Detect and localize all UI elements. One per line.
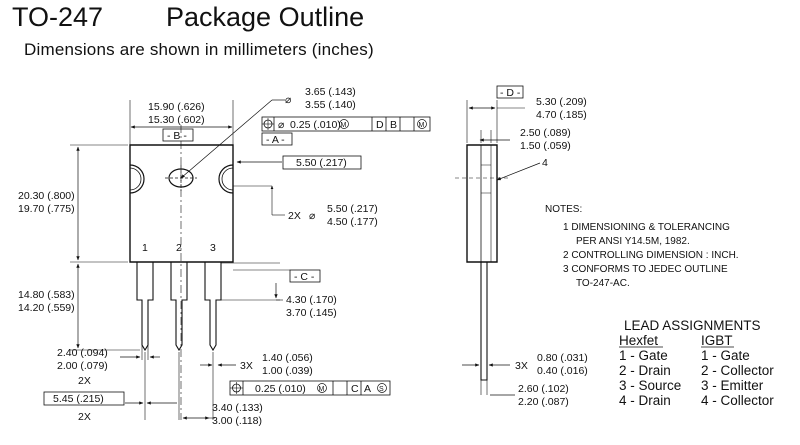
lead-length-max: 14.80 (.583)	[18, 289, 75, 301]
left-notch	[129, 164, 145, 194]
notes-block: NOTES: 1 DIMENSIONING & TOLERANCING PER …	[545, 204, 739, 289]
height-dim-min: 19.70 (.775)	[18, 203, 75, 215]
side-body	[466, 144, 498, 263]
width-dim-max: 15.90 (.626)	[148, 101, 205, 113]
datum-d: - D -	[500, 87, 521, 99]
package-body	[129, 144, 234, 263]
position-tolerance-frame: ⌀ 0.25 (.010) M D B M	[261, 116, 431, 132]
tab-thick-min: 1.50 (.059)	[520, 140, 571, 152]
lead-gap-max: 4.30 (.170)	[286, 294, 337, 306]
tab-thick-max: 2.50 (.089)	[520, 127, 571, 139]
igbt-lead: 4 - Collector	[701, 393, 774, 408]
lead-gap-min: 3.70 (.145)	[286, 307, 337, 319]
side-lead-bend-max: 2.60 (.102)	[518, 383, 569, 395]
slot-dim-prefix: 2X	[288, 210, 301, 222]
pin-number-3: 3	[210, 242, 216, 254]
width-dim-min: 15.30 (.602)	[148, 114, 205, 126]
thickness-max: 5.30 (.209)	[536, 96, 587, 108]
side-lead-thick-min: 0.40 (.016)	[537, 365, 588, 377]
slot-dim-max: 5.50 (.217)	[327, 203, 378, 215]
slot-diameter-symbol: ⌀	[309, 210, 316, 222]
lead-assignments-title: LEAD ASSIGNMENTS	[624, 318, 761, 333]
igbt-lead: 1 - Gate	[701, 348, 750, 363]
column-header-igbt: IGBT	[701, 333, 733, 348]
lead-width-3x-prefix: 3X	[240, 360, 253, 372]
svg-text:M: M	[341, 122, 347, 129]
bottom-width-max: 3.40 (.133)	[212, 402, 263, 414]
outline-title: Package Outline	[166, 2, 365, 32]
bottom-width-min: 3.00 (.118)	[212, 415, 262, 427]
lead-length-min: 14.20 (.559)	[18, 302, 75, 314]
thickness-min: 4.70 (.185)	[536, 109, 587, 121]
pin-number-2: 2	[176, 242, 182, 254]
datum-c: - C -	[294, 271, 315, 283]
pitch-prefix: 2X	[78, 411, 91, 423]
hole-dim-min: 3.55 (.140)	[305, 99, 356, 111]
lead-width-left-min: 2.00 (.079)	[57, 360, 108, 372]
pin-number-1: 1	[142, 242, 148, 254]
svg-text:S: S	[379, 386, 384, 393]
leads	[136, 262, 222, 352]
side-lead	[480, 262, 488, 381]
position-symbol: ⌀	[278, 119, 285, 131]
hexfet-lead: 4 - Drain	[619, 393, 671, 408]
datum-a: - A -	[266, 134, 285, 146]
svg-text:C: C	[351, 383, 359, 395]
hexfet-lead: 1 - Gate	[619, 348, 668, 363]
pitch-dim: 5.45 (.215)	[53, 393, 104, 405]
bottom-tolerance-frame: 0.25 (.010) M C A S	[229, 380, 391, 396]
column-header-hexfet: Hexfet	[619, 333, 658, 348]
side-view	[455, 100, 541, 396]
side-lead-thick-prefix: 3X	[515, 360, 528, 372]
svg-text:M: M	[319, 386, 325, 393]
svg-text:A: A	[364, 383, 371, 395]
datum-b: - B -	[167, 130, 187, 142]
svg-text:B: B	[390, 119, 397, 131]
note-item: PER ANSI Y14.5M, 1982.	[576, 236, 690, 247]
hexfet-lead: 3 - Source	[619, 378, 681, 393]
note-item: 1 DIMENSIONING & TOLERANCING	[563, 222, 730, 233]
hole-diameter-symbol: ⌀	[285, 94, 292, 106]
hexfet-lead: 2 - Drain	[619, 363, 671, 378]
igbt-lead: 3 - Emitter	[701, 378, 764, 393]
svg-text:M: M	[419, 122, 425, 129]
svg-text:0.25 (.010): 0.25 (.010)	[290, 119, 341, 131]
front-view	[70, 99, 290, 420]
lead-width-3x-max: 1.40 (.056)	[262, 352, 313, 364]
svg-text:D: D	[376, 119, 384, 131]
slot-dim-min: 4.50 (.177)	[327, 216, 378, 228]
side-lead-bend-min: 2.20 (.087)	[518, 396, 569, 408]
side-lead-thick-max: 0.80 (.031)	[537, 352, 588, 364]
note-item: 2 CONTROLLING DIMENSION : INCH.	[563, 250, 739, 261]
lead-width-3x-min: 1.00 (.039)	[262, 365, 313, 377]
dim-5-50: 5.50 (.217)	[296, 157, 347, 169]
note-item: TO-247-AC.	[576, 278, 630, 289]
igbt-lead: 2 - Collector	[701, 363, 774, 378]
lead-width-left-max: 2.40 (.094)	[57, 347, 108, 359]
svg-text:0.25 (.010): 0.25 (.010)	[255, 383, 306, 395]
hole-dim-max: 3.65 (.143)	[305, 86, 356, 98]
page-subtitle: Dimensions are shown in millimeters (inc…	[24, 40, 374, 59]
package-title: TO-247	[12, 2, 104, 32]
note-ref-4: 4	[542, 157, 548, 169]
height-dim-max: 20.30 (.800)	[18, 190, 75, 202]
lead-assignments: LEAD ASSIGNMENTS Hexfet IGBT 1 - Gate 2 …	[619, 318, 774, 408]
right-notch	[218, 164, 234, 194]
lead-width-left-prefix: 2X	[78, 375, 91, 387]
note-item: 3 CONFORMS TO JEDEC OUTLINE	[563, 264, 728, 275]
notes-heading: NOTES:	[545, 204, 582, 215]
